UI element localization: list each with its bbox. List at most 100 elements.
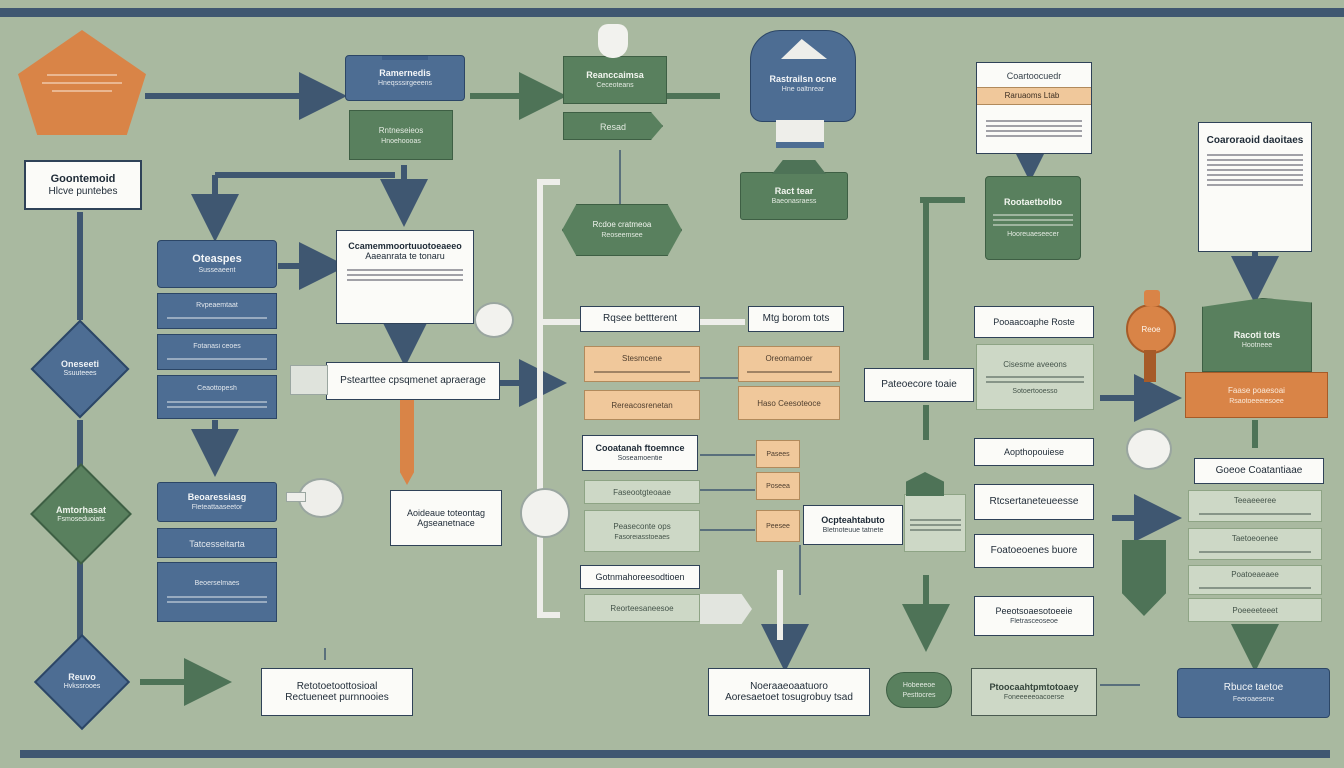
requirements-card[interactable]: Ccamemmoortuuotoeaeeo Aaeanrata te tonar…: [336, 230, 474, 324]
orange-medal[interactable]: Reoe: [1126, 304, 1176, 354]
middle-left-label[interactable]: Rqsee bettterent: [580, 306, 700, 332]
center-long-card[interactable]: Pstearttee cpsqmenet apraerage: [326, 362, 500, 400]
top-blue-banner-sub: Hneqsssirgeeens: [377, 80, 433, 88]
center-card-a[interactable]: Cooatanah ftoemnce Soseamoentie: [582, 435, 698, 471]
bottom-right-blue-title: Rbuce taetoe: [1223, 682, 1284, 694]
left-column2-header-title: Beoaressiasg: [187, 491, 247, 502]
center-long-card-tab: [290, 365, 328, 395]
left-column-header[interactable]: Oteaspes Susseaeent: [157, 240, 277, 288]
left-column2-item-2[interactable]: Beoerselmaes: [157, 562, 277, 622]
bottom-card-2[interactable]: Noeraaeoaatuoro Aoresaetoet tosugrobuy t…: [708, 668, 870, 716]
left-column-header-title: Oteaspes: [192, 252, 242, 265]
center-card-a-title: Cooatanah ftoemnce: [595, 442, 685, 453]
requirements-card-sub: Aaeanrata te tonaru: [365, 251, 445, 262]
tan-box-left-2[interactable]: Rereacosrenetan: [584, 390, 700, 420]
right-stack-item-3[interactable]: Poatoeaeaee: [1188, 565, 1322, 595]
bottom-right-blue[interactable]: Rbuce taetoe Feeroaesene: [1177, 668, 1330, 718]
right-orange-box[interactable]: Faase poaesoai Rsaotoeeeiesoee: [1185, 372, 1328, 418]
center-hexagon-title: Rcdoe cratmeoa: [592, 220, 652, 230]
start-card-sub: Hlcve puntebes: [48, 185, 118, 197]
orange-medal-label: Reoe: [1141, 324, 1161, 334]
center-sage-b[interactable]: Peaseconte ops Fasoreiasstoeaes: [584, 510, 700, 552]
right-stack-item-4[interactable]: Poeeeeteeet: [1188, 598, 1322, 622]
right-col-1-sub-card[interactable]: Cisesme aveeons Sotoertooesso: [976, 344, 1094, 410]
center-sage-a[interactable]: Faseootgteoaae: [584, 480, 700, 504]
bottom-green-oval-sub: Pesttocres: [902, 692, 936, 699]
decision-diamond-3-title: Reuvo: [68, 672, 96, 683]
left-column-item-3-label: Ceaottopesh: [197, 385, 237, 393]
top-green-card-sub: Hnoehoooas: [381, 137, 421, 145]
top-green-card-title: Rntneseieos: [378, 126, 424, 136]
small-bubble-icon: [1126, 428, 1172, 470]
left-column-item-2[interactable]: Fotanasi ceoes: [157, 334, 277, 370]
center-hexagon[interactable]: Rcdoe cratmeoa Reoseemsee: [562, 204, 682, 256]
middle-right-label-title: Mtg borom tots: [762, 313, 830, 325]
right-col-2-title: Aopthopouiese: [1003, 446, 1065, 457]
decision-diamond-2-sub: Fsmoseduoiats: [57, 516, 105, 524]
top-blue-banner[interactable]: Ramernedis Hneqsssirgeeens: [345, 55, 465, 101]
center-hexagon-sub: Reoseemsee: [601, 231, 643, 239]
small-tan-stack-1[interactable]: Pasees: [756, 440, 800, 468]
tan-box-left-2-title: Rereacosrenetan: [611, 401, 673, 411]
center-tag-title: Resad: [599, 121, 626, 132]
tan-box-right-1[interactable]: Oreomamoer: [738, 346, 840, 382]
center-sage-b-sub: Fasoreiasstoeaes: [614, 533, 670, 541]
bottom-sage-card[interactable]: Ptoocaahtpmtotoaey Foneeeeeoacoerse: [971, 668, 1097, 716]
right-green-flag[interactable]: Racoti tots Hootneee: [1202, 298, 1312, 372]
globe-icon: [474, 302, 514, 338]
right-stack-item-2-label: Taetoeoenee: [1231, 534, 1279, 544]
right-note-card-title: Coartoocuedr: [1006, 71, 1062, 81]
tan-box-left-1[interactable]: Stesmcene: [584, 346, 700, 382]
start-card[interactable]: Goontemoid Hlcve puntebes: [24, 160, 142, 210]
chat-bubble-tail-icon: [286, 492, 306, 502]
right-col-2[interactable]: Aopthopouiese: [974, 438, 1094, 466]
small-tan-stack-3[interactable]: Peesee: [756, 510, 800, 542]
tan-box-right-2[interactable]: Haso Ceesoteoce: [738, 386, 840, 420]
opera-card[interactable]: Ocpteahtabuto Bletnoteuue tatnete: [803, 505, 903, 545]
left-column-item-3[interactable]: Ceaottopesh: [157, 375, 277, 419]
left-column2-header[interactable]: Beoaressiasg Fleteattaaseetor: [157, 482, 277, 522]
far-right-paper[interactable]: Coaroraoid daoitaes: [1198, 122, 1312, 252]
decision-diamond-1-title: Oneseeti: [60, 359, 100, 370]
small-green-tag-sub: Baeonasraess: [771, 198, 817, 206]
top-right-shield[interactable]: Rastrailsn ocne Hne oaltnrear: [750, 30, 856, 122]
center-card-b[interactable]: Gotnmahoreesodtioen: [580, 565, 700, 589]
action-card[interactable]: Aoideaue toteontag Agseanetnace: [390, 490, 502, 546]
center-sage-c[interactable]: Reorteesaneesoe: [584, 594, 700, 622]
center-tag[interactable]: Resad: [563, 112, 663, 140]
bottom-card-1[interactable]: Retotoetoottosioal Rectueneet purnnooies: [261, 668, 413, 716]
center-sage-c-tab: [700, 594, 752, 624]
start-card-title: Goontemoid: [50, 172, 116, 185]
right-note-card[interactable]: Coartoocuedr Raruaoms Ltab: [976, 62, 1092, 154]
left-column2-item-1[interactable]: Tatcesseitarta: [157, 528, 277, 558]
right-stack-item-2[interactable]: Taetoeoenee: [1188, 528, 1322, 560]
right-green-box[interactable]: Rootaetbolbo Hooreuaeseecer: [985, 176, 1081, 260]
middle-left-label-title: Rqsee bettterent: [603, 313, 677, 325]
right-orange-box-title: Faase poaesoai: [1228, 386, 1285, 396]
right-col-3[interactable]: Rtcsertaneteueesse: [974, 484, 1094, 520]
right-stack-item-1[interactable]: Teeaeeeree: [1188, 490, 1322, 522]
top-center-banner-sub: Ceceoteans: [596, 82, 634, 90]
requirements-card-title: Ccamemmoortuuotoeaeeo: [348, 241, 462, 251]
decision-diamond-2-title: Amtorhasat: [55, 505, 106, 516]
top-center-banner[interactable]: Reanccaimsa Ceceoteans: [563, 56, 667, 104]
top-green-card[interactable]: Rntneseieos Hnoehoooas: [349, 110, 453, 160]
middle-right-label[interactable]: Mtg borom tots: [748, 306, 844, 332]
right-green-flag-title: Racoti tots: [1233, 329, 1281, 340]
right-col-5[interactable]: Peeotsoaesotoeeie Fletrasceoseoe: [974, 596, 1094, 636]
right-stack-header[interactable]: Goeoe Coatantiaae: [1194, 458, 1324, 484]
right-col-1[interactable]: Pooaacoaphe Roste: [974, 306, 1094, 338]
bottom-card-2-title: Noeraaeoaatuoro: [750, 680, 828, 692]
small-green-tag[interactable]: Ract tear Baeonasraess: [740, 172, 848, 220]
bottom-green-oval[interactable]: Hobeeeoe Pesttocres: [886, 672, 952, 708]
left-column-item-1-label: Rvpeaemtaat: [196, 301, 238, 309]
small-tan-stack-2[interactable]: Poseea: [756, 472, 800, 500]
bottom-card-1-sub: Rectueneet purnnooies: [285, 692, 389, 703]
right-col-1-title: Pooaacoaphe Roste: [993, 316, 1075, 327]
process-card[interactable]: Pateoecore toaie: [864, 368, 974, 402]
left-column-item-1[interactable]: Rvpeaemtaat: [157, 293, 277, 329]
bottom-card-1-title: Retotoetoottosioal: [296, 680, 378, 692]
far-right-paper-title: Coaroraoid daoitaes: [1206, 135, 1304, 146]
right-col-4[interactable]: Foatoeoenes buore: [974, 534, 1094, 568]
bottom-sage-card-sub: Foneeeeeoacoerse: [1003, 694, 1065, 702]
